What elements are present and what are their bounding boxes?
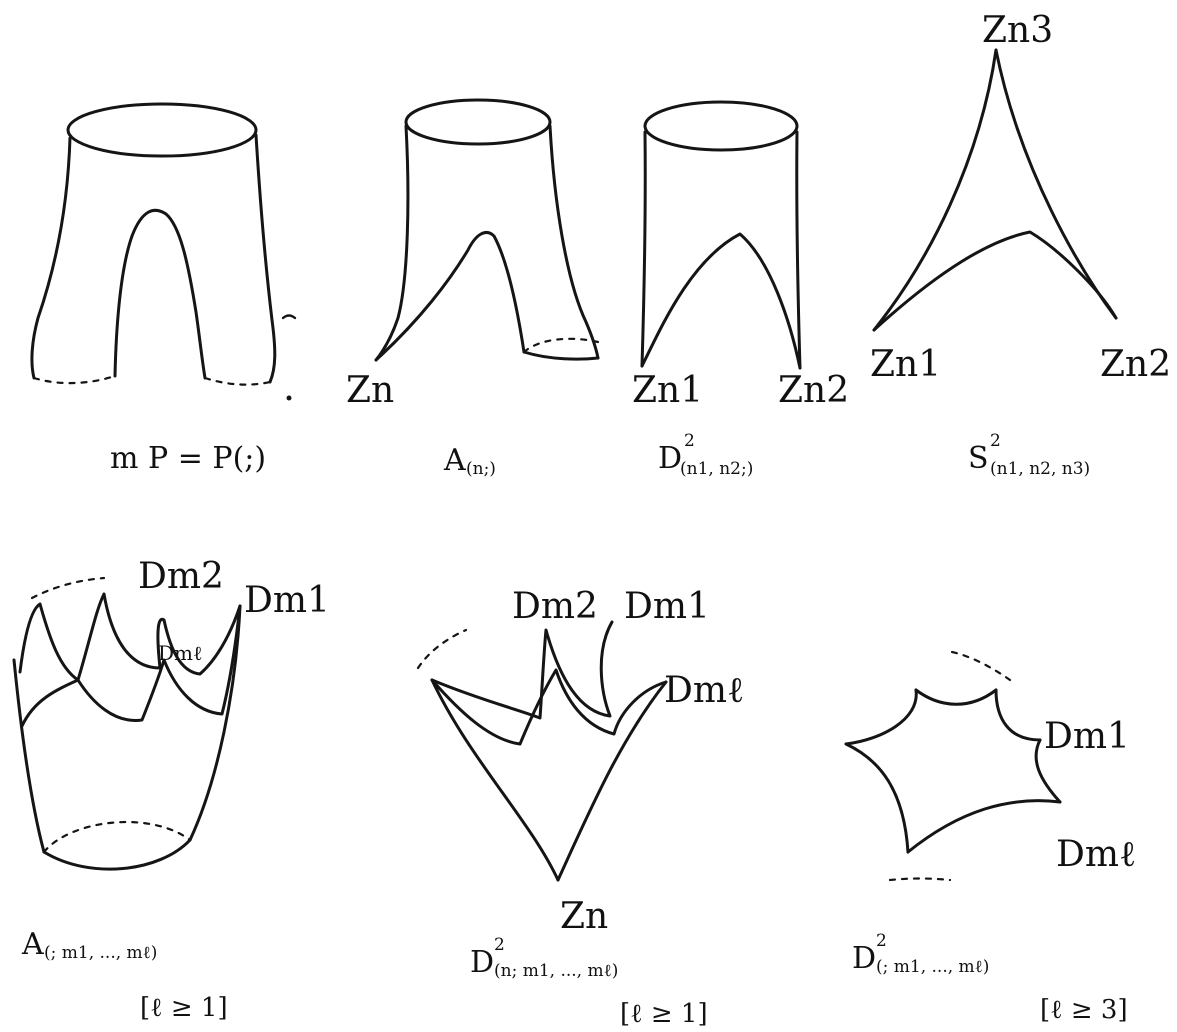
crown-annulus-condition: [ℓ ≥ 1] — [140, 993, 228, 1023]
pants-caption: m P = P(;) — [110, 441, 266, 476]
disk-two-cusps-caption-sub: (n1, n2;) — [680, 459, 753, 479]
annulus-cusp-caption: A — [443, 443, 466, 478]
ideal-polygon-condition: [ℓ ≥ 3] — [1040, 995, 1128, 1025]
crown-annulus-caption: A — [21, 927, 44, 962]
disk-two-cusps-label-left: Zn1 — [632, 370, 703, 411]
sphere-three-cusps-label-top: Zn3 — [982, 10, 1053, 51]
crown-annulus-label-m1: Dm1 — [244, 580, 330, 621]
sphere-three-cusps-label-left: Zn1 — [870, 344, 941, 385]
ideal-polygon-label-m1: Dm1 — [1044, 716, 1130, 757]
annulus-cusp-caption-sub: (n;) — [466, 459, 496, 479]
disk-two-cusps-caption-sup: 2 — [684, 431, 695, 451]
crown-annulus-label-m2: Dm2 — [138, 556, 224, 597]
ideal-polygon-caption-sub: (; m1, ..., mℓ) — [876, 957, 989, 977]
disk-two-cusps-caption: D — [658, 441, 682, 476]
sphere-three-cusps-figure: Zn3 Zn1 Zn2 S 2 (n1, n2, n3) — [870, 10, 1171, 479]
ideal-polygon-label-ml: Dmℓ — [1056, 834, 1136, 875]
sphere-three-cusps-caption: S — [968, 441, 989, 476]
disk-two-cusps-label-right: Zn2 — [778, 370, 849, 411]
crown-disk-caption: D — [470, 945, 494, 980]
crown-annulus-figure: Dm2 Dm1 Dmℓ A (; m1, ..., mℓ) [ℓ ≥ 1] — [14, 556, 330, 1023]
sphere-three-cusps-caption-sup: 2 — [990, 431, 1001, 451]
crown-disk-figure: Dm2 Dm1 Dmℓ Zn D 2 (n; m1, ..., mℓ) [ℓ ≥… — [418, 586, 744, 1029]
crown-disk-caption-sup: 2 — [494, 935, 505, 955]
sphere-three-cusps-caption-sub: (n1, n2, n3) — [990, 459, 1090, 479]
crown-disk-label-cusp: Zn — [560, 896, 608, 937]
crown-disk-label-m1: Dm1 — [624, 586, 710, 627]
crown-annulus-caption-sub: (; m1, ..., mℓ) — [44, 943, 157, 963]
disk-two-cusps-figure: Zn1 Zn2 D 2 (n1, n2;) — [632, 102, 849, 479]
crown-annulus-label-ml: Dmℓ — [158, 641, 203, 665]
crown-disk-caption-sub: (n; m1, ..., mℓ) — [494, 961, 618, 981]
crown-disk-label-m2: Dm2 — [512, 586, 598, 627]
crown-disk-condition: [ℓ ≥ 1] — [620, 999, 708, 1029]
ideal-polygon-caption: D — [852, 941, 876, 976]
ideal-polygon-caption-sup: 2 — [876, 931, 887, 951]
annulus-cusp-figure: Zn A (n;) — [346, 100, 598, 479]
annulus-cusp-label: Zn — [346, 370, 394, 411]
crown-disk-label-ml: Dmℓ — [664, 670, 744, 711]
pants-figure: m P = P(;) — [32, 104, 295, 476]
ideal-polygon-figure: Dm1 Dmℓ D 2 (; m1, ..., mℓ) [ℓ ≥ 3] — [846, 652, 1136, 1025]
sphere-three-cusps-label-right: Zn2 — [1100, 344, 1171, 385]
